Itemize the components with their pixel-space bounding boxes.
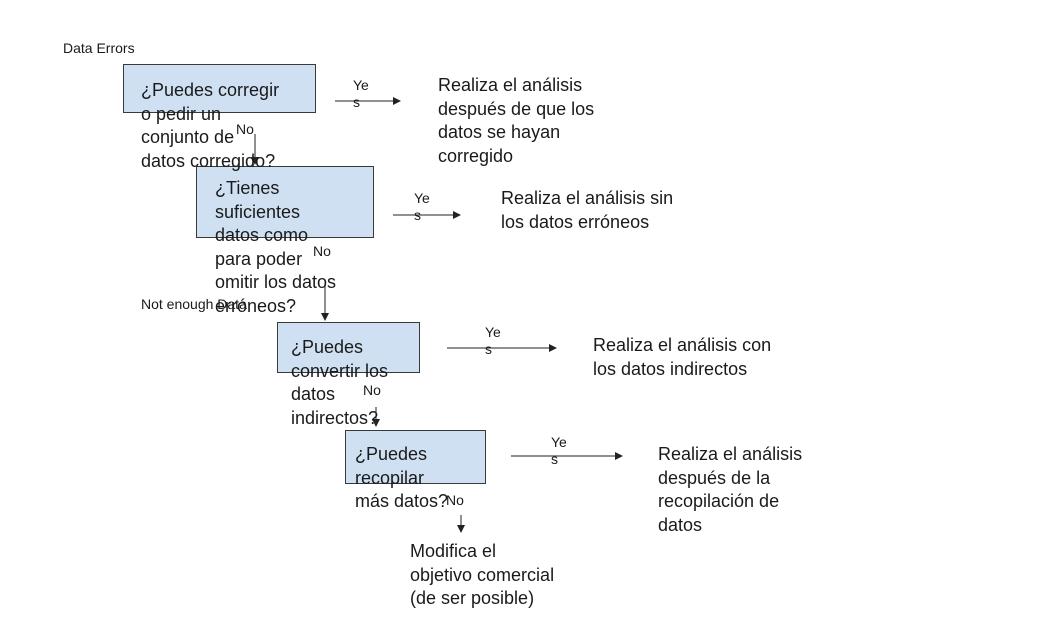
final-outcome-text: Modifica el objetivo comercial (de ser p… — [410, 541, 555, 608]
outcome-4-text: Realiza el análisis después de la recopi… — [658, 444, 803, 535]
yes-label-4: Ye s — [551, 434, 567, 467]
outcome-2-text: Realiza el análisis sin los datos erróne… — [501, 188, 674, 232]
yes-label-2: Ye s — [414, 190, 430, 223]
no-label-2: No — [313, 243, 331, 259]
outcome-1-text: Realiza el análisis después de que los d… — [438, 75, 595, 166]
decision-box-2 — [196, 166, 374, 238]
diagram-title: Data Errors — [63, 40, 135, 56]
outcome-3-text: Realiza el análisis con los datos indire… — [593, 335, 772, 379]
no-label-1: No — [236, 121, 254, 137]
not-enough-data-label: Not enough Data — [141, 296, 247, 312]
decision-box-1 — [123, 64, 316, 113]
question-1-text: ¿Puedes corregir o pedir un conjunto de … — [141, 80, 280, 171]
yes-label-3: Ye s — [485, 324, 501, 357]
decision-box-3 — [277, 322, 420, 373]
question-3-text: ¿Puedes convertir los datos indirectos? — [291, 337, 389, 428]
no-label-3: No — [363, 382, 381, 398]
question-4-text: ¿Puedes recopilar más datos? — [355, 444, 449, 511]
decision-box-4 — [345, 430, 486, 484]
question-2-text: ¿Tienes suficientes datos como para pode… — [215, 178, 337, 316]
yes-label-1: Ye s — [353, 77, 369, 110]
no-label-4: No — [446, 492, 464, 508]
